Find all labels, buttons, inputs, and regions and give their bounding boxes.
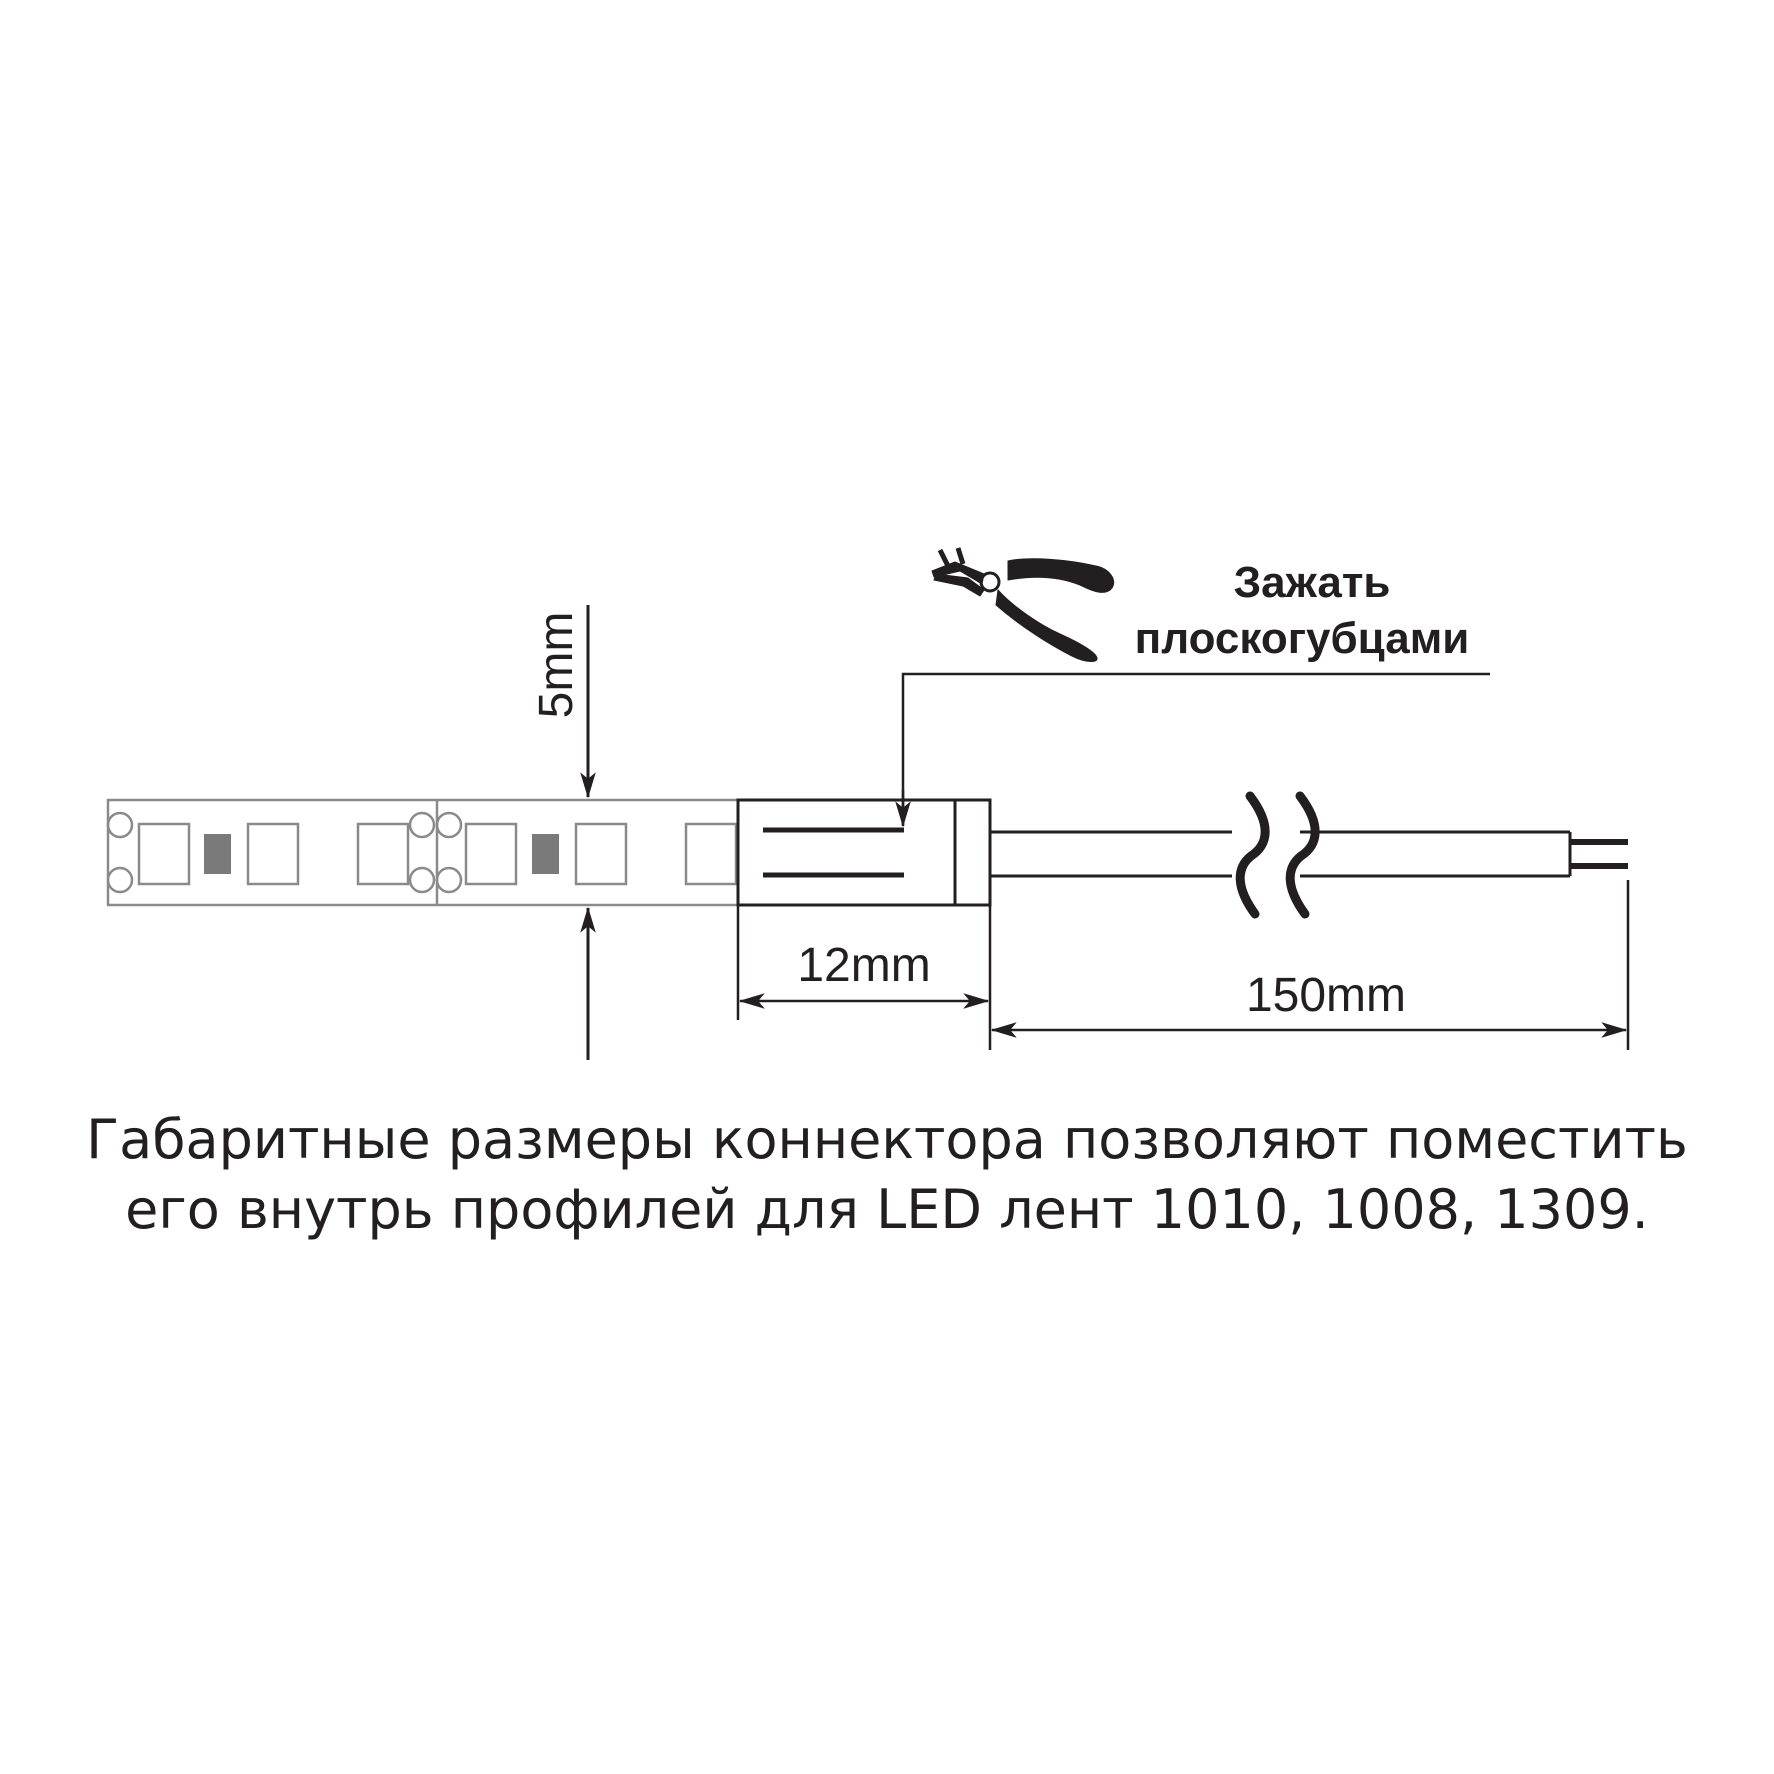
connector-length-dimension bbox=[736, 905, 992, 1050]
crimp-instruction-line1: Зажать bbox=[1234, 558, 1391, 607]
solder-pad bbox=[408, 811, 436, 839]
solder-pad bbox=[435, 866, 463, 894]
cable-break-mark bbox=[1285, 791, 1320, 919]
cable-length-dimension bbox=[990, 880, 1630, 1050]
led-square bbox=[574, 822, 628, 886]
caption: Габаритные размеры коннектора позволяют … bbox=[0, 1105, 1774, 1245]
strip-body bbox=[106, 798, 740, 907]
solder-pad bbox=[106, 811, 134, 839]
height-label: 5mm bbox=[530, 612, 583, 719]
pliers-handle bbox=[1007, 558, 1115, 593]
cable bbox=[990, 791, 1628, 919]
resistor-chip bbox=[532, 834, 559, 874]
solder-pad bbox=[106, 866, 134, 894]
caption-line2: его внутрь профилей для LED лент 1010, 1… bbox=[125, 1178, 1649, 1242]
connector-body bbox=[736, 798, 992, 907]
cable-break-mark bbox=[1235, 791, 1270, 919]
led-resistors bbox=[204, 834, 559, 874]
pliers-jaw bbox=[933, 573, 985, 597]
resistor-chip bbox=[204, 834, 231, 874]
crimp-instruction-line2: плоскогубцами bbox=[1135, 614, 1470, 663]
crimp-callout-leader bbox=[895, 672, 1490, 828]
led-square bbox=[356, 822, 410, 886]
solder-pad bbox=[408, 866, 436, 894]
connector-length-label: 12mm bbox=[797, 939, 930, 992]
pliers-tip bbox=[937, 547, 966, 568]
caption-line1: Габаритные размеры коннектора позволяют … bbox=[86, 1108, 1688, 1171]
pliers-icon bbox=[931, 547, 1115, 662]
led-strip bbox=[106, 798, 740, 907]
connector bbox=[736, 798, 992, 907]
led-square bbox=[464, 822, 518, 886]
pliers-jaw bbox=[931, 561, 985, 585]
cable-length-label: 150mm bbox=[1246, 969, 1406, 1022]
led-square bbox=[684, 822, 738, 886]
led-square bbox=[137, 822, 191, 886]
pliers-handle bbox=[995, 589, 1098, 662]
leader-line bbox=[901, 672, 1490, 825]
solder-pad bbox=[435, 811, 463, 839]
led-square bbox=[246, 822, 300, 886]
